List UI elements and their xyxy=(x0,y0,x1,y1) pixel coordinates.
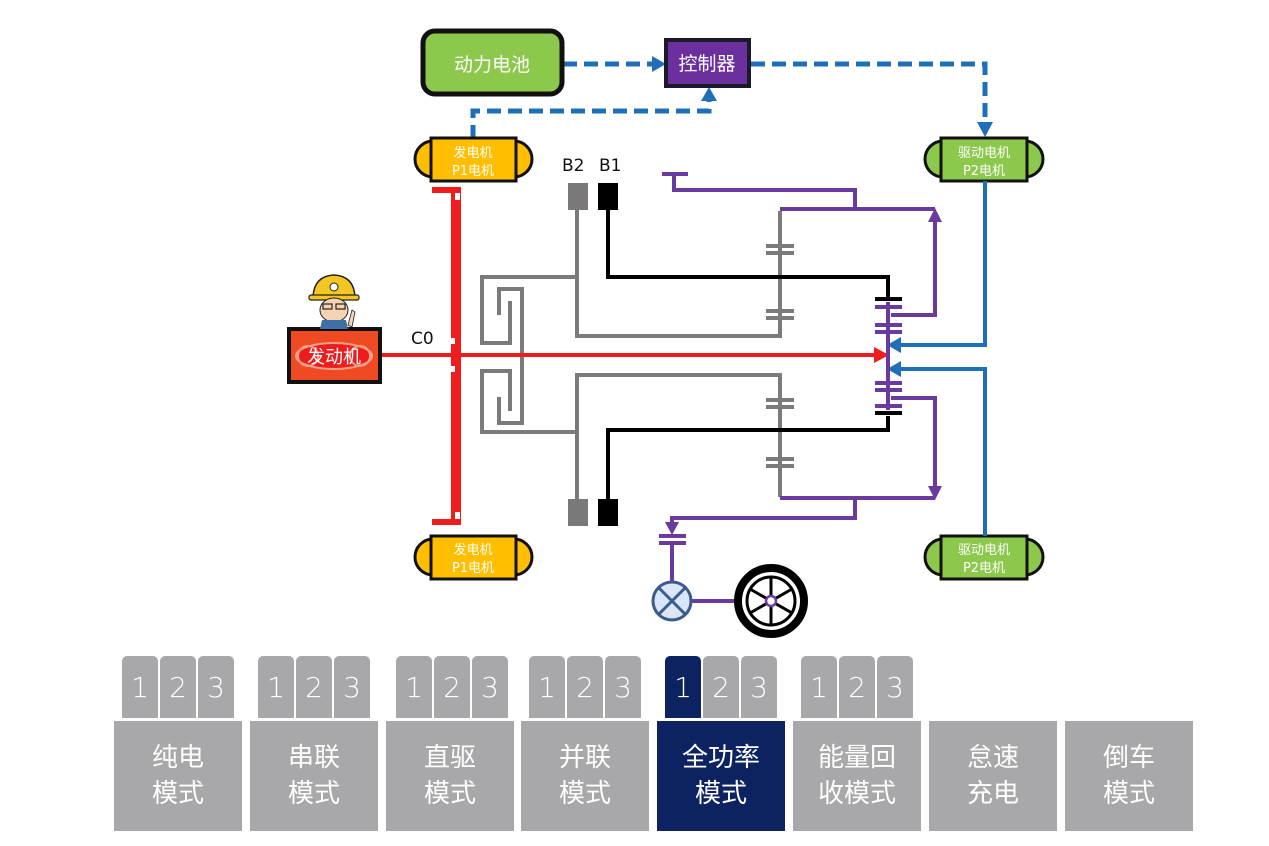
drive-motor-bottom-line1: 驱动电机 xyxy=(958,543,1010,558)
subtab-1-active[interactable]: 1 xyxy=(665,656,701,718)
drive-motor-top-line2: P2电机 xyxy=(963,164,1005,179)
output-gears xyxy=(662,172,937,530)
motor-shafts xyxy=(887,181,987,536)
battery-label: 动力电池 xyxy=(454,54,530,76)
subtab-1[interactable]: 1 xyxy=(396,656,432,718)
brake-b1-label: B1 xyxy=(599,156,621,176)
subtabs: 1 2 3 xyxy=(801,656,913,718)
drive-motor-bottom[interactable]: 驱动电机 P2电机 xyxy=(923,534,1045,581)
powertrain-diagram: 动力电池 控制器 C0 发动机 xyxy=(287,28,1045,638)
wheel-icon xyxy=(734,564,808,638)
generator-to-controller-link xyxy=(470,100,712,139)
worker-mascot-icon xyxy=(308,274,360,329)
mode-label-line2: 模式 xyxy=(151,779,204,809)
clutch-c0-label: C0 xyxy=(411,329,434,349)
mode-label-line2: 模式 xyxy=(694,779,747,809)
subtab-2[interactable]: 2 xyxy=(160,656,196,718)
subtab-3[interactable]: 3 xyxy=(198,656,234,718)
ring-gear-teeth xyxy=(875,297,902,415)
mode-button-full-power[interactable]: 全功率 模式 xyxy=(657,721,785,831)
generator-top[interactable]: 发电机 P1电机 xyxy=(413,136,534,183)
arrow-head xyxy=(874,347,889,363)
subtab-3[interactable]: 3 xyxy=(741,656,777,718)
arrow-head xyxy=(928,208,942,222)
generator-top-line1: 发电机 xyxy=(453,145,492,161)
subtab-2[interactable]: 2 xyxy=(703,656,739,718)
subtab-2[interactable]: 2 xyxy=(296,656,332,718)
generator-bottom[interactable]: 发电机 P1电机 xyxy=(413,534,534,581)
brake-b2-label: B2 xyxy=(562,156,584,176)
subtab-3[interactable]: 3 xyxy=(472,656,508,718)
arrow-head xyxy=(977,122,993,137)
mode-button-series[interactable]: 串联 模式 xyxy=(250,721,378,831)
subtab-2[interactable]: 2 xyxy=(567,656,603,718)
mode-label-line1: 全功率 xyxy=(681,743,760,773)
mode-label-line1: 串联 xyxy=(287,743,340,773)
mode-button-idle-charge[interactable]: 怠速 充电 xyxy=(929,721,1057,831)
drive-motor-top[interactable]: 驱动电机 P2电机 xyxy=(923,136,1045,183)
subtab-3[interactable]: 3 xyxy=(877,656,913,718)
subtabs: 1 2 3 xyxy=(529,656,641,718)
generator-top-line2: P1电机 xyxy=(452,164,494,179)
carrier-structure xyxy=(480,210,782,499)
planetary-gears-gray xyxy=(766,244,794,468)
mode-button-ev[interactable]: 纯电 模式 xyxy=(114,721,242,831)
brake-b1-top xyxy=(598,183,618,210)
arrow-head xyxy=(928,486,942,500)
differential-icon xyxy=(651,580,693,622)
mode-label-line2: 收模式 xyxy=(817,779,896,809)
subtab-2[interactable]: 2 xyxy=(839,656,875,718)
arrow-head xyxy=(665,522,679,535)
engine-box[interactable]: 发动机 xyxy=(287,327,382,384)
generator-bottom-line2: P1电机 xyxy=(452,561,494,576)
engine-shaft xyxy=(380,187,889,525)
brake-b2-bottom xyxy=(568,499,588,526)
controller-box[interactable]: 控制器 xyxy=(664,38,751,88)
mode-button-regen[interactable]: 能量回 收模式 xyxy=(793,721,921,831)
drive-motor-top-line1: 驱动电机 xyxy=(958,146,1010,161)
arrow-head xyxy=(887,337,901,353)
brake-b2-top xyxy=(568,183,588,210)
subtab-1[interactable]: 1 xyxy=(122,656,158,718)
mode-label-line2: 充电 xyxy=(966,779,1019,809)
mode-label-line2: 模式 xyxy=(287,779,340,809)
arrow-head xyxy=(887,361,901,377)
subtab-1[interactable]: 1 xyxy=(258,656,294,718)
subtab-2[interactable]: 2 xyxy=(434,656,470,718)
electric-links xyxy=(470,56,993,139)
mode-button-parallel[interactable]: 并联 模式 xyxy=(521,721,649,831)
drive-motor-bottom-line2: P2电机 xyxy=(963,561,1005,576)
brake-b1-bottom xyxy=(598,499,618,526)
subtabs: 1 2 3 xyxy=(396,656,508,718)
subtabs: 1 2 3 xyxy=(665,656,777,718)
engine-label: 发动机 xyxy=(307,347,361,368)
mode-label-line2: 模式 xyxy=(1102,779,1155,809)
subtab-1[interactable]: 1 xyxy=(529,656,565,718)
controller-to-motor-link xyxy=(751,61,988,124)
mode-label-line1: 并联 xyxy=(558,743,611,773)
subtab-3[interactable]: 3 xyxy=(334,656,370,718)
mode-label-line1: 直驱 xyxy=(423,743,476,773)
mode-button-direct[interactable]: 直驱 模式 xyxy=(386,721,514,831)
arrow-head xyxy=(701,87,717,101)
mode-button-reverse[interactable]: 倒车 模式 xyxy=(1065,721,1193,831)
ring-gear-shafts xyxy=(606,210,890,499)
mode-label-line1: 倒车 xyxy=(1102,743,1155,773)
generator-bottom-line1: 发电机 xyxy=(453,542,492,558)
arrow-head xyxy=(652,56,666,72)
subtabs: 1 2 3 xyxy=(122,656,234,718)
mode-label-line2: 模式 xyxy=(558,779,611,809)
mode-label-line1: 能量回 xyxy=(817,743,896,773)
controller-label: 控制器 xyxy=(678,53,735,75)
mode-label-line2: 模式 xyxy=(423,779,476,809)
subtabs: 1 2 3 xyxy=(258,656,370,718)
mode-label-line1: 纯电 xyxy=(151,743,204,773)
mode-label-line1: 怠速 xyxy=(966,743,1019,773)
subtab-3[interactable]: 3 xyxy=(605,656,641,718)
subtab-1[interactable]: 1 xyxy=(801,656,837,718)
battery-box[interactable]: 动力电池 xyxy=(420,28,565,97)
